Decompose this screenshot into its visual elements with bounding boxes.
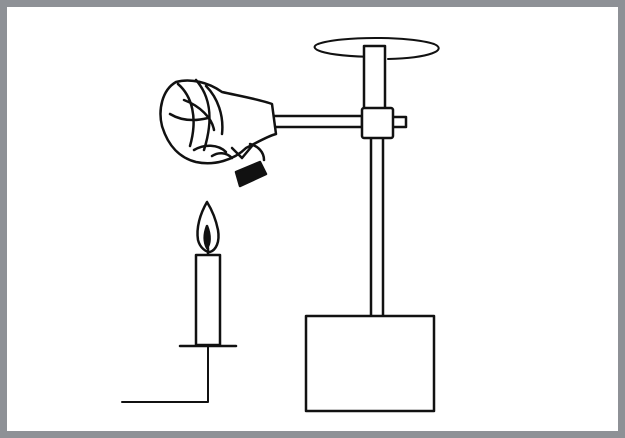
candle-base-line <box>121 344 238 403</box>
stand-rod <box>362 44 387 318</box>
candle <box>194 253 222 347</box>
holder-head <box>159 78 278 188</box>
candle-flame <box>196 200 220 258</box>
stand-base-block <box>304 314 436 413</box>
clamp <box>360 106 395 140</box>
